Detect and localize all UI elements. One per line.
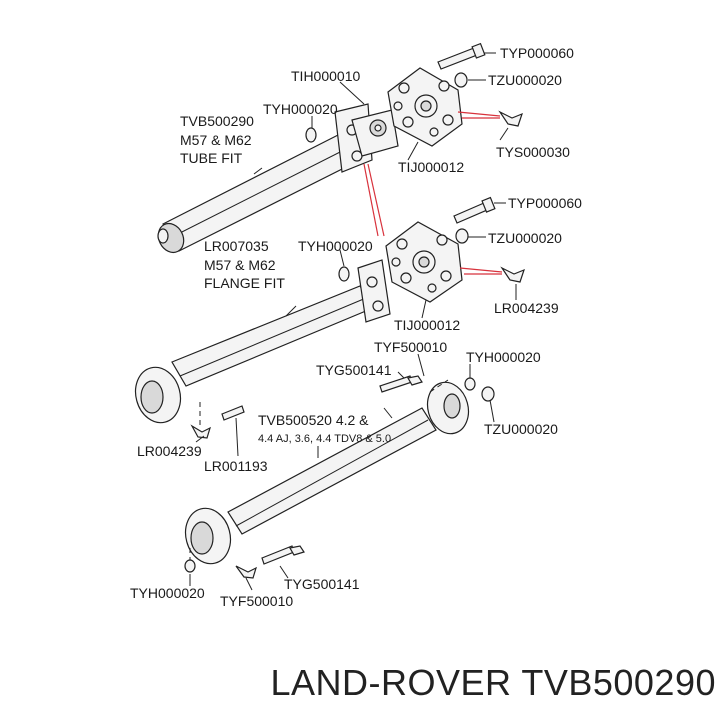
label-tih: TIH000010 <box>291 68 360 84</box>
clip-tyf-bottom <box>235 565 257 579</box>
nut-tzu-top <box>454 72 468 88</box>
clip-lr004239-low <box>190 424 211 439</box>
shaft-tvb500290 <box>157 103 399 254</box>
label-tyf-bottom: TYF500010 <box>220 593 293 609</box>
label-tzu-mid: TZU000020 <box>488 230 562 246</box>
nut-tyh-mid <box>338 266 350 282</box>
label-tyh-right: TYH000020 <box>466 349 541 365</box>
bolt-typ-mid <box>453 196 496 224</box>
nut-tzu-low <box>481 386 495 402</box>
label-lr001193: LR001193 <box>204 458 268 474</box>
label-tys: TYS000030 <box>496 144 570 160</box>
label-tij-top: TIJ000012 <box>398 159 464 175</box>
clip-tys <box>498 110 523 127</box>
label-tyf-mid: TYF500010 <box>374 339 447 355</box>
label-tyg-bottom: TYG500141 <box>284 576 360 592</box>
label-lr007035-line1: LR007035 <box>204 238 269 254</box>
flex-coupling-top <box>387 67 463 147</box>
part-title: LAND-ROVER TVB500290 <box>270 662 716 703</box>
label-lr004239-low: LR004239 <box>137 443 202 459</box>
nut-tyh-right <box>464 377 476 391</box>
shaft-lr007035 <box>134 259 391 424</box>
label-typ-top: TYP000060 <box>500 45 574 61</box>
label-tzu-top: TZU000020 <box>488 72 562 88</box>
bolt-tyg-bottom <box>261 545 305 565</box>
label-tyh-bottom: TYH000020 <box>130 585 205 601</box>
bolt-tyg-mid <box>379 375 423 393</box>
label-lr007035-line3: FLANGE FIT <box>204 275 285 291</box>
label-tyh-mid: TYH000020 <box>298 238 373 254</box>
clip-lr004239-mid <box>500 266 525 283</box>
label-tvb500520-line1: TVB500520 4.2 & <box>258 412 369 428</box>
nut-tyh-bottom <box>184 559 196 573</box>
label-lr004239-mid: LR004239 <box>494 300 559 316</box>
bolt-typ-top <box>437 42 486 70</box>
label-tzu-low: TZU000020 <box>484 421 558 437</box>
nut-tzu-mid <box>455 228 469 244</box>
flex-coupling-mid <box>385 221 463 303</box>
label-tij-mid: TIJ000012 <box>394 317 460 333</box>
label-tvb500290-line1: TVB500290 <box>180 113 254 129</box>
label-tvb500520-line2: 4.4 AJ, 3.6, 4.4 TDV8 & 5.0 <box>258 433 391 445</box>
label-tyg-mid: TYG500141 <box>316 362 392 378</box>
label-tvb500290-line2: M57 & M62 <box>180 132 252 148</box>
label-tyh-top: TYH000020 <box>263 101 338 117</box>
label-tvb500290-line3: TUBE FIT <box>180 150 243 166</box>
leader-lines <box>189 52 517 591</box>
shaft-tvb500520 <box>184 381 470 565</box>
nut-tyh-top <box>305 127 317 143</box>
bolt-lr001193 <box>221 405 245 457</box>
label-typ-mid: TYP000060 <box>508 195 582 211</box>
label-lr007035-line2: M57 & M62 <box>204 257 276 273</box>
part-labels: TYP000060 TZU000020 TIH000010 TYH000020 … <box>130 45 582 609</box>
